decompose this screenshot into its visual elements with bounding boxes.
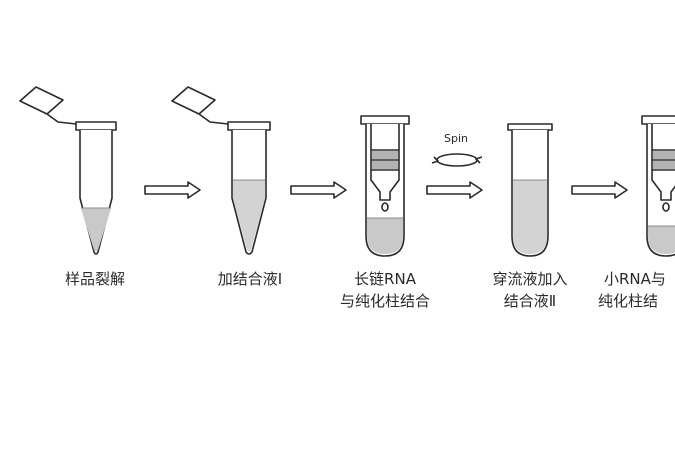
- step-1-line-1: 样品裂解: [64, 270, 125, 288]
- tube-2-liquid: [233, 180, 265, 252]
- tube-4-rim: [507, 123, 553, 131]
- step-label-sample-lysis: 样品裂解: [45, 268, 145, 290]
- step-5-line-1: 小RNA与: [604, 270, 666, 288]
- step-label-add-binding-1: 加结合液Ⅰ: [195, 268, 305, 290]
- tube-flowthrough: [507, 123, 553, 257]
- step-3-line-1: 长链RNA: [354, 270, 416, 288]
- tube-3-drop: [381, 202, 389, 212]
- tube-1-liquid: [81, 208, 111, 252]
- tube-1-hinge: [46, 113, 77, 125]
- tube-add-binding-1: [171, 86, 271, 255]
- step-2-line-1: 加结合液Ⅰ: [217, 270, 283, 288]
- tube-1-lid: [19, 86, 64, 115]
- tube-4-liquid: [513, 180, 547, 254]
- tube-sample-lysis: [19, 86, 117, 255]
- step-3-line-2: 与纯化柱结合: [339, 292, 430, 310]
- step-label-small-rna-binding: 小RNA与 纯化柱结: [598, 268, 675, 312]
- tube-2-lid: [171, 86, 216, 115]
- step-5-line-2: 纯化柱结: [598, 292, 659, 310]
- tube-3-rim: [360, 115, 410, 125]
- step-label-flowthrough: 穿流液加入 结合液Ⅱ: [470, 268, 590, 312]
- spin-label: Spin: [444, 132, 468, 145]
- tube-1-rim: [75, 121, 117, 131]
- tube-2-hinge: [198, 113, 229, 125]
- tube-5-rim: [641, 115, 675, 125]
- column-tube-5: [641, 115, 675, 257]
- column-tube-3: [360, 115, 410, 257]
- step-4-line-2: 结合液Ⅱ: [503, 292, 557, 310]
- arrow-4: [571, 181, 628, 199]
- tube-3-liquid: [367, 218, 403, 254]
- step-4-line-1: 穿流液加入: [492, 270, 568, 288]
- arrow-2: [290, 181, 347, 199]
- tube-2-rim: [227, 121, 271, 131]
- arrow-1: [144, 181, 201, 199]
- step-label-long-rna-binding: 长链RNA 与纯化柱结合: [320, 268, 450, 312]
- arrow-3: [426, 181, 483, 199]
- spin-icon: [431, 153, 483, 167]
